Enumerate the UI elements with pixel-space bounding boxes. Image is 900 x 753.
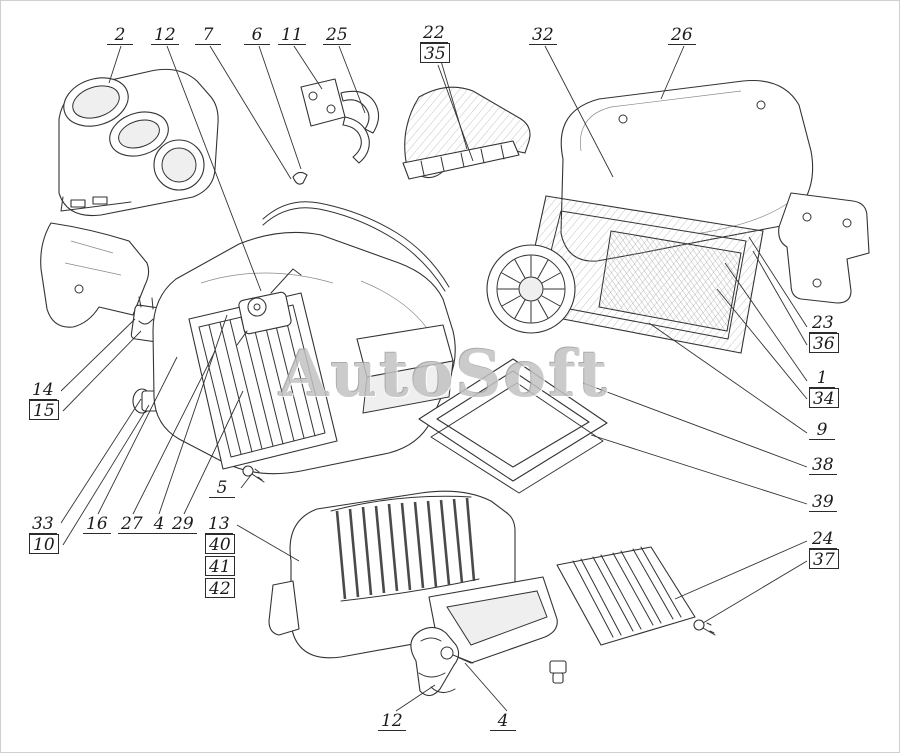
part-side-bracket: [778, 192, 870, 304]
leader-line-38: [582, 382, 808, 468]
callout-14: 14: [29, 380, 57, 400]
callout-32: 32: [529, 25, 557, 45]
leader-line-25: [338, 45, 366, 114]
callout-4: 4: [490, 711, 516, 731]
callout-22: 22: [420, 23, 448, 43]
part-screw: [242, 465, 265, 483]
leader-line-7: [209, 45, 292, 180]
part-lever-bracket: [300, 78, 380, 164]
leader-line-26: [660, 45, 685, 100]
part-ribbed-plate: [549, 546, 716, 684]
leader-line-11: [293, 45, 323, 90]
leader-line-37: [702, 560, 808, 624]
leader-line-1: [724, 262, 808, 382]
callout-33: 33: [29, 514, 57, 534]
callout-25: 25: [323, 25, 351, 45]
callout-38: 38: [809, 455, 837, 475]
leader-line-16: [97, 356, 178, 515]
leader-line-12: [166, 45, 262, 292]
callout-42: 42: [205, 578, 235, 599]
leader-line-34: [716, 288, 808, 400]
leader-line-9: [648, 322, 808, 434]
leader-line-23: [748, 236, 808, 328]
callout-1: 1: [809, 368, 835, 388]
leader-line-10: [62, 404, 150, 546]
callout-36: 36: [809, 333, 839, 354]
leader-line-6: [258, 45, 302, 170]
leader-line-13: [236, 524, 300, 562]
part-side-panel: [40, 222, 150, 328]
leader-line-5: [240, 474, 252, 489]
callout-27: 27: [118, 514, 146, 534]
leader-line-35: [437, 64, 474, 162]
callout-15: 15: [29, 400, 59, 421]
callout-11: 11: [278, 25, 306, 45]
watermark: AutoSoft: [279, 337, 610, 412]
part-air-intake-housing: [58, 68, 219, 217]
leader-line-29: [183, 390, 244, 515]
part-actuator: [410, 626, 474, 697]
callout-35: 35: [420, 43, 450, 64]
leader-line-27: [132, 350, 216, 515]
part-filter-grille: [188, 292, 338, 470]
leader-line-2: [108, 45, 122, 84]
callout-4: 4: [146, 514, 172, 534]
callout-39: 39: [809, 492, 837, 512]
leader-line-24: [674, 540, 808, 600]
leader-line-36: [752, 250, 808, 346]
callout-6: 6: [244, 25, 270, 45]
part-heater-core: [520, 195, 764, 354]
part-control-valve: [236, 268, 302, 346]
callout-12: 12: [378, 711, 406, 731]
leader-line-4: [464, 662, 508, 712]
callout-40: 40: [205, 534, 235, 555]
part-seal-frame: [418, 358, 608, 494]
callout-13: 13: [205, 514, 233, 534]
leader-line-15: [62, 330, 142, 412]
callout-41: 41: [205, 556, 235, 577]
callout-23: 23: [809, 313, 837, 333]
callout-29: 29: [169, 514, 197, 534]
leader-line-4: [158, 314, 228, 515]
callout-16: 16: [83, 514, 111, 534]
callout-7: 7: [195, 25, 221, 45]
leader-line-12: [395, 684, 436, 712]
leader-line-32: [544, 45, 614, 178]
callout-34: 34: [809, 388, 839, 409]
callout-2: 2: [107, 25, 133, 45]
callout-5: 5: [209, 478, 235, 498]
callout-24: 24: [809, 529, 837, 549]
callout-9: 9: [809, 420, 835, 440]
leader-line-39: [590, 434, 808, 505]
leader-line-33: [60, 398, 142, 524]
part-lower-housing: [268, 490, 558, 664]
leader-line-14: [60, 318, 136, 392]
callout-26: 26: [668, 25, 696, 45]
part-fan-impeller: [486, 244, 576, 334]
part-upper-duct: [402, 86, 531, 180]
callout-10: 10: [29, 534, 59, 555]
callout-12: 12: [151, 25, 179, 45]
callout-37: 37: [809, 549, 839, 570]
